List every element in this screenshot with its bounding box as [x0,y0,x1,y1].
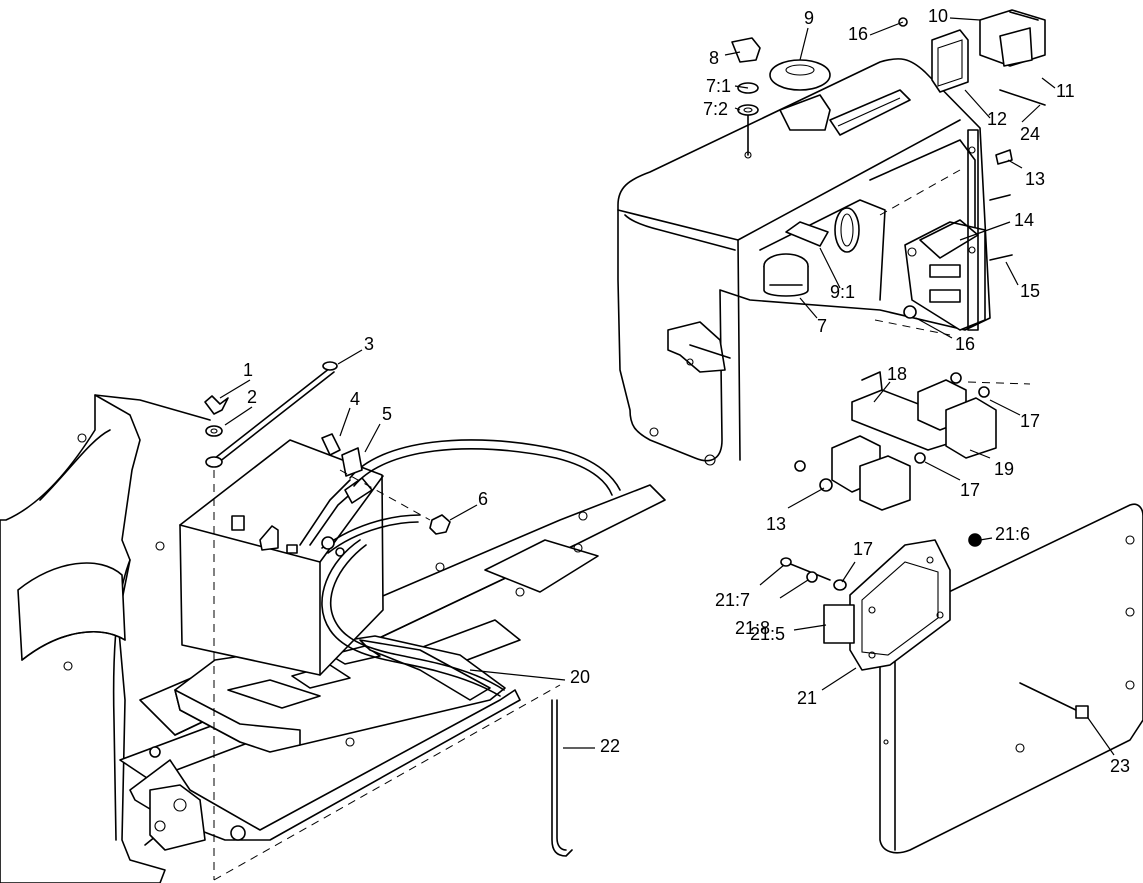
washer-icon [205,425,223,437]
battery-cables [299,439,621,697]
callout-9-1: 9:1 [830,282,855,302]
control-box [617,9,1046,466]
callout-16-upper: 16 [848,24,868,44]
callout-11: 11 [1056,81,1075,101]
leader-lines [219,17,1115,756]
assembly-guide-lines [213,469,561,881]
guide-line [874,319,951,336]
callout-13-upper: 13 [1025,169,1045,189]
callout-16-lower: 16 [955,334,975,354]
guide-line [879,169,961,216]
callout-21: 21 [797,688,817,708]
callout-1: 1 [243,360,253,380]
callout-17-lower: 17 [853,539,873,559]
callout-13-lower: 13 [766,514,786,534]
callout-23: 23 [1110,756,1130,776]
callout-20: 20 [570,667,590,687]
callout-24: 24 [1020,124,1040,144]
relay-bracket-assembly [794,371,997,511]
hold-down-hardware [204,361,573,857]
callout-5: 5 [382,404,392,424]
callout-8: 8 [709,48,719,68]
callout-7: 7 [817,316,827,336]
callout-3: 3 [364,334,374,354]
wing-nut-icon [204,395,229,415]
cover-panel [879,503,1143,854]
callout-21-7: 21:7 [715,590,750,610]
callout-19: 19 [994,459,1014,479]
callout-14: 14 [1014,210,1034,230]
callout-21-5: 21:5 [750,624,785,644]
callout-6: 6 [478,489,488,509]
callout-15: 15 [1020,281,1040,301]
callout-7-1: 7:1 [706,76,731,96]
callout-labels: 1 2 3 4 5 6 7 7:1 7:2 8 9 9:1 10 11 12 1… [243,6,1130,776]
fuse-block [780,533,982,671]
callout-9: 9 [804,8,814,28]
callout-10: 10 [928,6,948,26]
nut-icon [429,514,451,535]
callout-17-middle: 17 [960,480,980,500]
callout-12: 12 [987,109,1007,129]
callout-4: 4 [350,389,360,409]
bolt-icon [321,433,341,456]
callout-21-8: 21:8 [735,618,770,638]
callout-21-6: 21:6 [995,524,1030,544]
guide-line [967,381,1031,385]
callout-22: 22 [600,736,620,756]
callout-17-upper: 17 [1020,411,1040,431]
callout-2: 2 [247,387,257,407]
callout-18: 18 [887,364,907,384]
callout-7-2: 7:2 [703,99,728,119]
battery-tray [174,635,506,753]
